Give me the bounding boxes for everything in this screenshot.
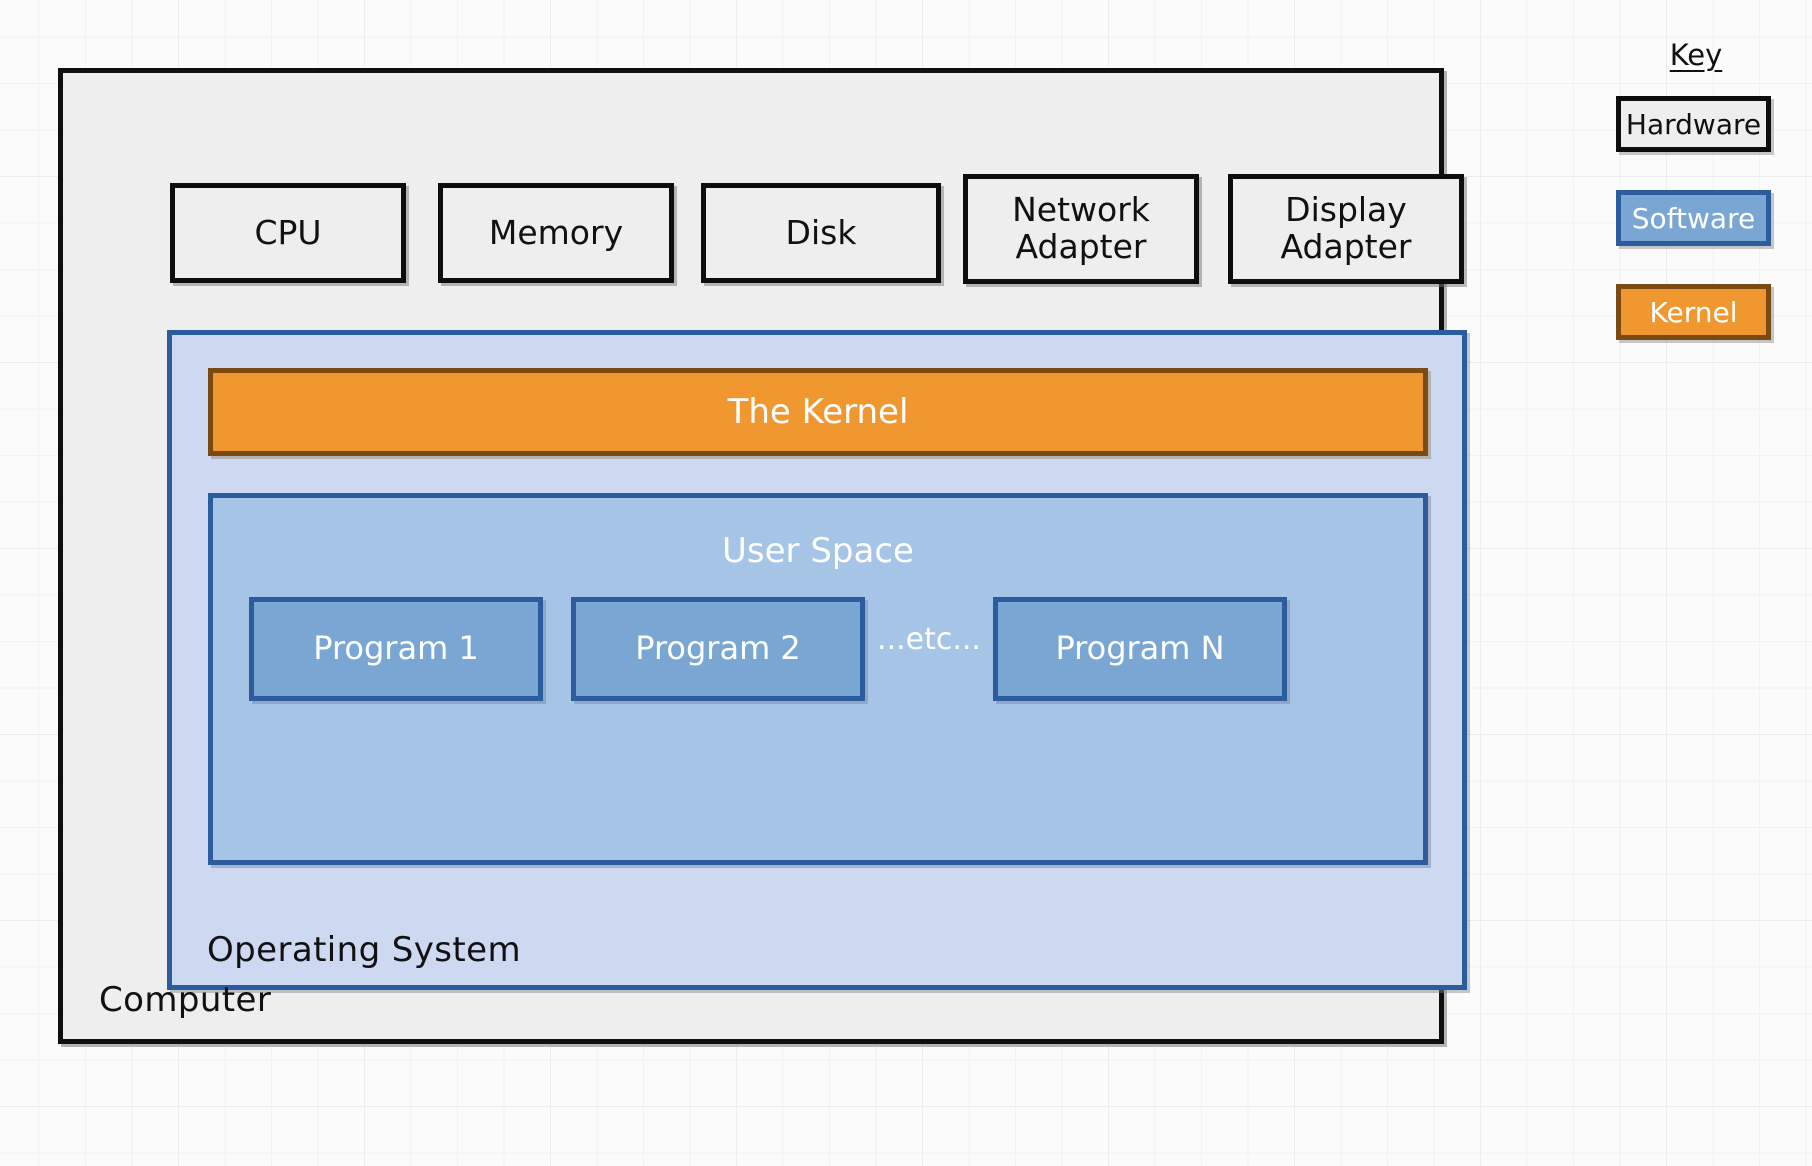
hardware-box-memory[interactable]: Memory	[438, 183, 674, 283]
program-label-n: Program N	[1055, 629, 1225, 668]
kernel-label: The Kernel	[727, 391, 909, 432]
hardware-box-disk[interactable]: Disk	[701, 183, 941, 283]
program-label-2: Program 2	[635, 629, 801, 668]
computer-label: Computer	[99, 979, 272, 1020]
key-label-kernel: Kernel	[1649, 295, 1738, 329]
user-space-container: User Space Program 1 Program 2 ...etc...…	[208, 493, 1428, 865]
program-label-1: Program 1	[313, 629, 479, 668]
kernel-box[interactable]: The Kernel	[208, 368, 1428, 456]
etc-ellipsis-label: ...etc...	[877, 622, 981, 657]
key-item-kernel: Kernel	[1616, 284, 1771, 340]
user-space-label: User Space	[722, 531, 914, 571]
program-box-2[interactable]: Program 2	[571, 597, 865, 701]
key-item-hardware: Hardware	[1616, 96, 1771, 152]
program-box-n[interactable]: Program N	[993, 597, 1287, 701]
key-title: Key	[1669, 38, 1723, 72]
program-box-1[interactable]: Program 1	[249, 597, 543, 701]
hardware-label-memory: Memory	[488, 212, 624, 252]
hardware-label-disk: Disk	[785, 212, 857, 252]
hardware-label-cpu: CPU	[254, 212, 322, 252]
key-label-software: Software	[1631, 201, 1756, 235]
key-legend: Key Hardware Software Kernel	[1616, 38, 1776, 340]
operating-system-label: Operating System	[207, 929, 521, 970]
key-item-software: Software	[1616, 190, 1771, 246]
key-label-hardware: Hardware	[1625, 107, 1762, 141]
operating-system-container: The Kernel User Space Program 1 Program …	[167, 330, 1467, 990]
hardware-box-cpu[interactable]: CPU	[170, 183, 406, 283]
